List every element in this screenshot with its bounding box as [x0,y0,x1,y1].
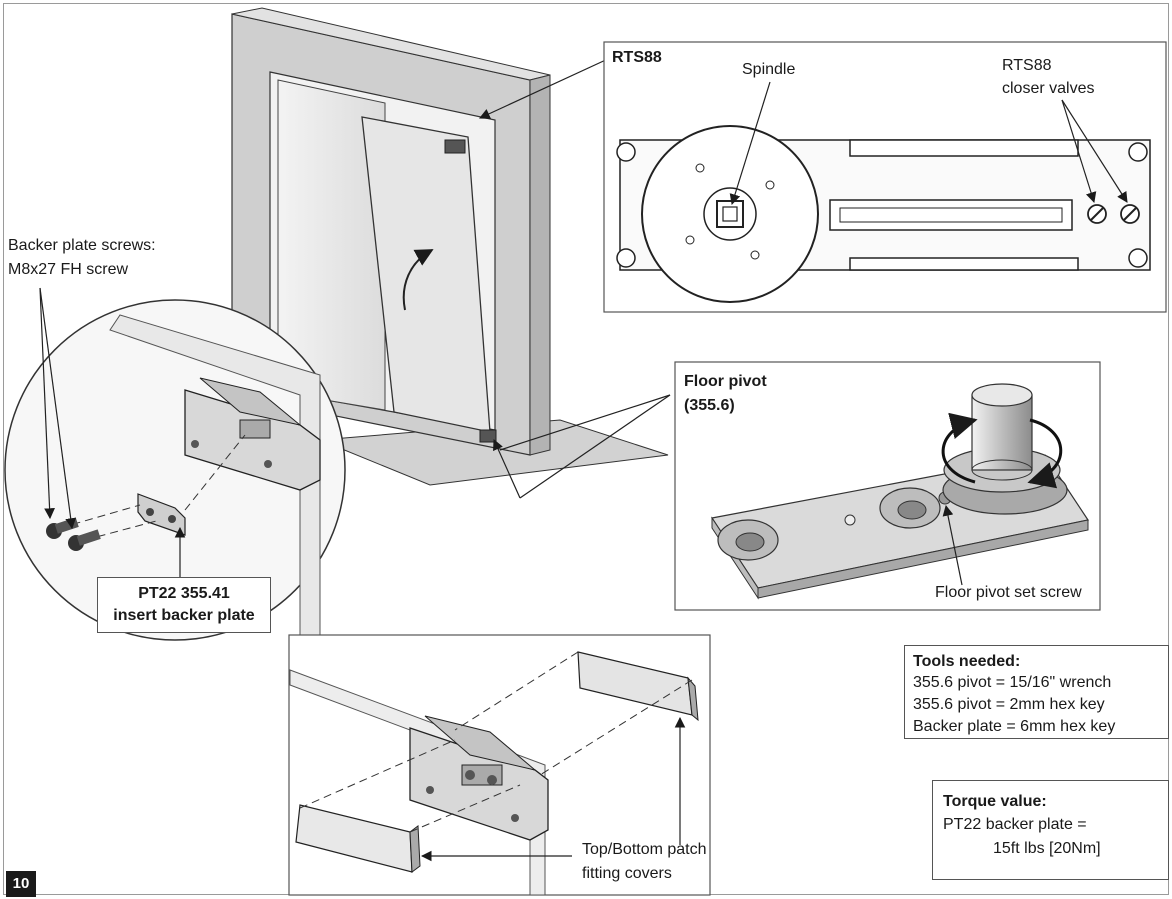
tools-item: 355.6 pivot = 15/16" wrench [913,674,1112,691]
torque-line1: PT22 backer plate = [943,816,1087,833]
top-patch-fitting [444,139,466,154]
tools-title: Tools needed: [913,653,1021,670]
door-frame-illustration [231,7,669,486]
rotation-arrow-left [941,412,978,484]
bottom-patch-fitting [479,429,497,443]
tools-needed-box: Tools needed: 355.6 pivot = 15/16" wrenc… [904,645,1169,739]
closer-valve-1 [1087,204,1107,224]
spindle-label: Spindle [742,61,796,78]
covers-label-line2: fitting covers [582,865,672,882]
page-number: 10 [6,871,36,897]
backer-plate-label-line1: PT22 355.41 [138,585,230,602]
swing-direction-arrow [402,249,434,311]
closer-valves-label-line1: RTS88 [1002,57,1052,74]
covers-label-line1: Top/Bottom patch [582,841,707,858]
backer-plate-callout: PT22 355.41 insert backer plate [97,577,271,633]
fixed-glass [277,79,386,411]
backer-plate-label-line2: insert backer plate [113,607,255,624]
floor-pivot-detail [674,361,1101,611]
rotation-arrow-right [1027,418,1063,489]
closer-valve-2 [1120,204,1140,224]
screw-2 [68,529,101,551]
frame-side [529,74,551,456]
fitting-covers-detail [288,634,711,896]
torque-line2: 15ft lbs [20Nm] [993,840,1101,857]
floor-pivot-label-line2: (355.6) [684,397,735,414]
tools-item: 355.6 pivot = 2mm hex key [913,696,1105,713]
backer-screws-label-line1: Backer plate screws: [8,237,156,254]
rts88-title: RTS88 [612,49,662,66]
floor-pivot-set-screw-label: Floor pivot set screw [935,584,1082,601]
closer-valves-label-line2: closer valves [1002,80,1095,97]
floor-pivot-label-line1: Floor pivot [684,373,767,390]
tools-item: Backer plate = 6mm hex key [913,718,1116,735]
torque-value-box: Torque value: PT22 backer plate = 15ft l… [932,780,1169,880]
backer-screws-label-line2: M8x27 FH screw [8,261,129,278]
rts88-closer-detail [603,41,1167,313]
torque-title: Torque value: [943,793,1047,810]
backer-plate-detail [4,299,346,641]
